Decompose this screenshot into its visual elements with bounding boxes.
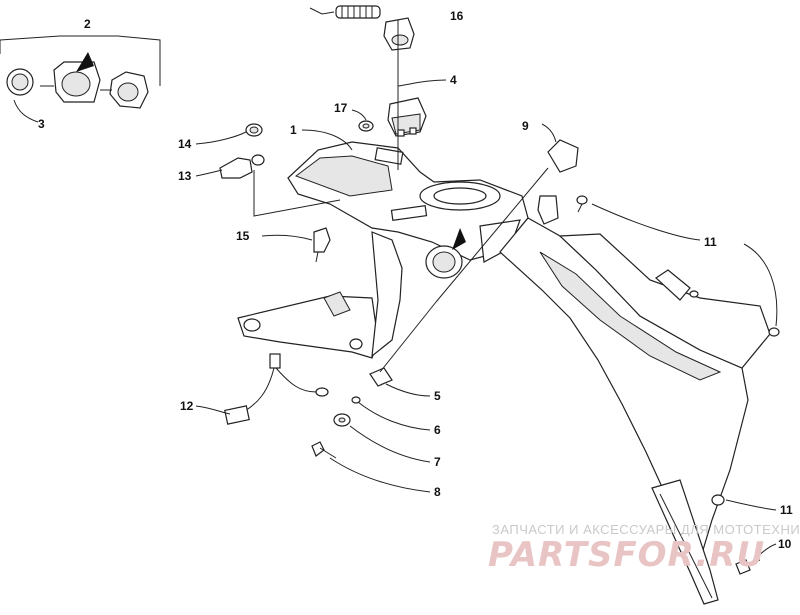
callout-4: 4 xyxy=(450,73,457,87)
callout-11-upper: 11 xyxy=(704,235,717,249)
callout-9: 9 xyxy=(522,119,529,133)
callout-5: 5 xyxy=(434,389,441,403)
part-17-nut xyxy=(358,120,374,132)
callout-1: 1 xyxy=(290,123,297,137)
callout-17: 17 xyxy=(334,101,348,115)
part-15-sensor xyxy=(313,227,331,263)
callout-12: 12 xyxy=(180,399,194,413)
console-assembly xyxy=(237,141,771,605)
part-11-screw-upper xyxy=(576,195,780,337)
callout-11-lower: 11 xyxy=(780,503,793,517)
part-5-clip xyxy=(369,367,393,387)
part-2-bracket-group xyxy=(6,52,149,109)
watermark: ЗАПЧАСТИ И АКСЕССУАРЫ ДЛЯ МОТОТЕХНИКИ PA… xyxy=(488,522,800,575)
part-16-ignition-key xyxy=(309,5,415,51)
part-11-screw-lower xyxy=(711,494,725,506)
part-9-cap xyxy=(547,139,579,173)
callout-2: 2 xyxy=(84,17,91,31)
part-8-bolt xyxy=(311,441,337,459)
callouts: 2 3 16 4 17 1 9 14 13 15 11 5 12 6 7 8 1… xyxy=(38,9,793,551)
leader-lines xyxy=(0,20,778,561)
callout-14: 14 xyxy=(178,137,192,151)
callout-3: 3 xyxy=(38,117,45,131)
part-13-clip xyxy=(219,154,265,179)
callout-7: 7 xyxy=(434,455,441,469)
callout-15: 15 xyxy=(236,229,250,243)
part-14-grommet xyxy=(245,123,263,137)
callout-16: 16 xyxy=(450,9,464,23)
watermark-logo: PARTSFOR.RU xyxy=(488,535,765,575)
callout-10: 10 xyxy=(778,537,792,551)
part-7-washer xyxy=(333,413,351,427)
callout-8: 8 xyxy=(434,485,441,499)
part-4-switch xyxy=(387,97,427,137)
part-12-harness xyxy=(224,353,329,425)
part-6-washer xyxy=(351,396,361,404)
callout-6: 6 xyxy=(434,423,441,437)
callout-13: 13 xyxy=(178,169,192,183)
part-10-screw xyxy=(735,559,761,575)
watermark-tagline: ЗАПЧАСТИ И АКСЕССУАРЫ ДЛЯ МОТОТЕХНИКИ xyxy=(492,522,800,537)
